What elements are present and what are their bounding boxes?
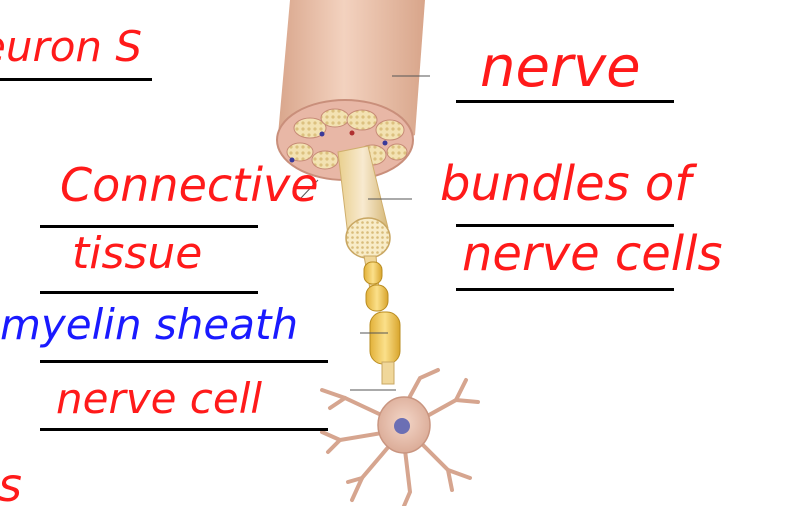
axon-hillock	[382, 362, 394, 384]
label-connective: Connective	[60, 162, 319, 208]
neuron-nucleus	[394, 418, 410, 434]
label-partial-neurons: euron S	[0, 26, 142, 68]
label-tissue: tissue	[72, 232, 202, 276]
answer-line-nerve-cell	[40, 428, 328, 431]
answer-line-myelin	[40, 360, 328, 363]
answer-line-nerve-cells	[456, 288, 674, 291]
label-nerve-cells: nerve cells	[462, 230, 722, 278]
label-partial-bottom: s	[0, 462, 22, 508]
myelin-segment	[364, 262, 382, 284]
answer-line-nerve	[456, 100, 674, 103]
myelin-segment	[370, 312, 400, 364]
myelin-segment	[366, 285, 388, 311]
label-myelin-sheath: myelin sheath	[0, 304, 298, 346]
label-nerve: nerve	[480, 40, 641, 96]
label-bundles-of: bundles of	[440, 160, 691, 208]
fascicle-cross-section	[346, 218, 390, 258]
answer-line-tissue	[40, 291, 258, 294]
answer-line-top-partial	[0, 78, 152, 81]
label-nerve-cell: nerve cell	[56, 378, 262, 420]
